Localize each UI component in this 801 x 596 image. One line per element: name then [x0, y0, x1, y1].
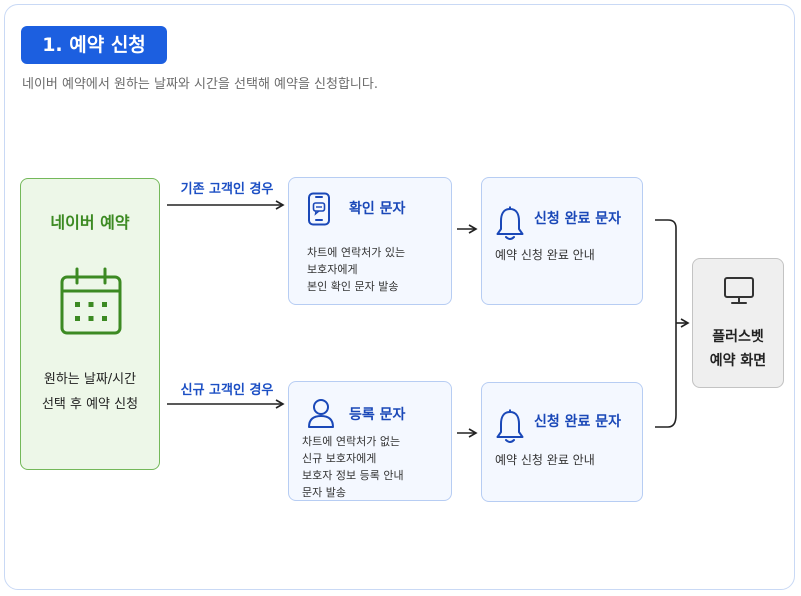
register-line: 차트에 연락처가 없는: [302, 435, 401, 448]
verify-message-card: 확인 문자 차트에 연락처가 있는 보호자에게 본인 확인 문자 발송: [288, 177, 452, 305]
phone-message-icon: [308, 192, 330, 226]
merge-bracket: [655, 219, 677, 428]
verify-line: 본인 확인 문자 발송: [307, 280, 399, 293]
plusvet-reservation-box: 플러스벳 예약 화면: [692, 258, 784, 388]
step-title: 1. 예약 신청: [21, 26, 167, 64]
new-complete-body: 예약 신청 완료 안내: [495, 453, 595, 467]
register-description: 차트에 연락처가 없는 신규 보호자에게 보호자 정보 등록 안내 문자 발송: [302, 433, 404, 501]
verify-title: 확인 문자: [349, 201, 406, 217]
verify-description: 차트에 연락처가 있는 보호자에게 본인 확인 문자 발송: [307, 244, 405, 295]
naver-desc-line2: 선택 후 예약 신청: [41, 397, 139, 412]
naver-title: 네이버 예약: [50, 213, 130, 232]
existing-complete-card: 신청 완료 문자 예약 신청 완료 안내: [481, 177, 643, 305]
calendar-icon: [60, 267, 122, 335]
register-title: 등록 문자: [349, 407, 406, 423]
naver-desc-line1: 원하는 날짜/시간: [43, 372, 137, 387]
naver-description: 원하는 날짜/시간 선택 후 예약 신청: [21, 367, 159, 417]
bell-icon: [496, 409, 524, 443]
existing-complete-body: 예약 신청 완료 안내: [495, 248, 595, 262]
register-message-card: 등록 문자 차트에 연락처가 없는 신규 보호자에게 보호자 정보 등록 안내 …: [288, 381, 452, 501]
new-complete-card: 신청 완료 문자 예약 신청 완료 안내: [481, 382, 643, 502]
new-customer-label: 신규 고객인 경우: [180, 383, 274, 398]
naver-reservation-box: 네이버 예약 원하는 날짜/시간 선택 후 예약 신청: [20, 178, 160, 470]
plusvet-title: 플러스벳 예약 화면: [693, 325, 783, 373]
verify-line: 보호자에게: [307, 263, 358, 276]
existing-customer-label: 기존 고객인 경우: [180, 182, 274, 197]
monitor-icon: [724, 277, 754, 304]
new-complete-title: 신청 완료 문자: [534, 414, 622, 430]
step-subtitle: 네이버 예약에서 원하는 날짜와 시간을 선택해 예약을 신청합니다.: [22, 77, 378, 92]
plusvet-line2: 예약 화면: [709, 353, 767, 369]
register-line: 보호자 정보 등록 안내: [302, 469, 404, 482]
register-line: 신규 보호자에게: [302, 452, 377, 465]
register-line: 문자 발송: [302, 486, 346, 499]
verify-line: 차트에 연락처가 있는: [307, 246, 406, 259]
bell-icon: [496, 206, 524, 240]
user-icon: [308, 399, 334, 428]
plusvet-line1: 플러스벳: [712, 329, 764, 345]
existing-complete-title: 신청 완료 문자: [534, 211, 622, 227]
